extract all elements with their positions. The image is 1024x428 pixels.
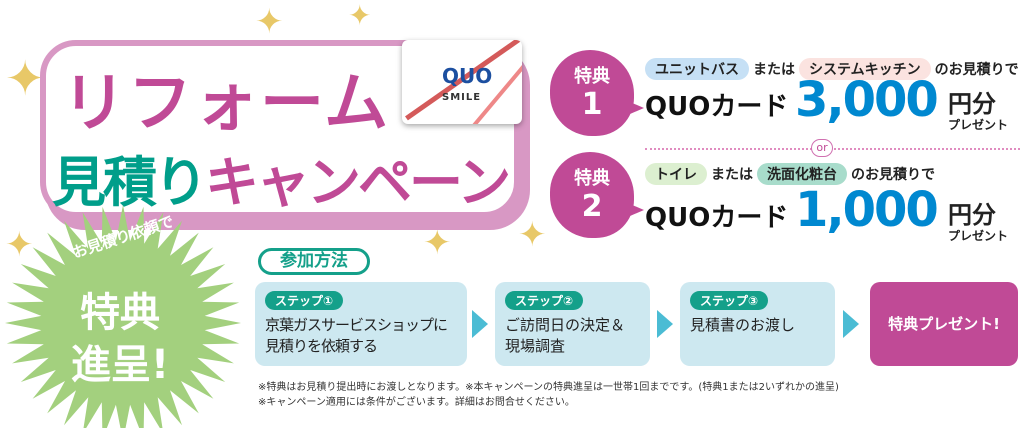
step-1: ステップ① 京葉ガスサービスショップに見積りを依頼する <box>255 282 467 366</box>
final-present-box: 特典プレゼント! <box>870 282 1018 366</box>
starburst-badge <box>5 205 241 428</box>
item-system-kitchen: システムキッチン <box>799 58 931 80</box>
step-tag: ステップ① <box>265 291 344 310</box>
note-2: ※キャンペーン適用には条件がございます。詳細はお問合せください。 <box>258 397 575 408</box>
yen-label: 円分 <box>948 201 996 229</box>
sparkle-icon: ✦ <box>423 223 452 263</box>
campaign-title-line2: 見積りキャンペーン <box>52 138 511 217</box>
benefit-2-condition: トイレ または 洗面化粧台 のお見積りで <box>645 163 935 185</box>
quo-card-label: QUOカード <box>645 92 789 122</box>
step-text: 見積書のお渡し <box>690 316 796 334</box>
howto-title: 参加方法 <box>258 248 370 275</box>
note-1: ※特典はお見積り提出時にお渡しとなります。※本キャンペーンの特典進呈は一世帯1回… <box>258 382 839 393</box>
present-label: プレゼント <box>948 118 1009 132</box>
step-tag: ステップ③ <box>690 291 769 310</box>
sparkle-icon: ✦ <box>5 225 34 265</box>
suffix: のお見積りで <box>851 167 935 183</box>
step-tag: ステップ② <box>505 291 584 310</box>
item-unit-bath: ユニットバス <box>645 58 749 80</box>
step-text: ご訪問日の決定＆ <box>505 316 626 334</box>
item-toilet: トイレ <box>645 163 707 185</box>
sparkle-icon: ✦ <box>518 215 547 255</box>
suffix: のお見積りで <box>934 62 1019 78</box>
arrow-right-icon <box>472 310 488 338</box>
conj: または <box>753 62 795 78</box>
conj: または <box>711 167 753 183</box>
title-campaign: キャンペーン <box>205 151 511 214</box>
item-vanity: 洗面化粧台 <box>757 163 847 185</box>
burst-main-1: 特典 <box>80 290 160 336</box>
sparkle-icon: ✦ <box>5 51 46 107</box>
arrow-right-icon <box>843 310 859 338</box>
sparkle-icon: ✦ <box>348 0 372 32</box>
campaign-title-line1: リフォーム <box>62 67 391 141</box>
step-3: ステップ③ 見積書のお渡し <box>680 282 835 366</box>
present-label: プレゼント <box>948 229 1009 243</box>
sparkle-icon: ✦ <box>255 2 284 42</box>
quo-tagline: SMILE <box>442 92 482 103</box>
benefit-2-amount: 1,000 <box>795 182 939 238</box>
quo-card-image: QUO SMILE <box>402 40 522 124</box>
step-text: 現場調査 <box>505 337 566 355</box>
quo-card-label: QUOカード <box>645 203 789 233</box>
benefit-1-condition: ユニットバス または システムキッチン のお見積りで <box>645 58 1019 80</box>
quo-logo: QUO <box>442 64 493 88</box>
step-text: 見積りを依頼する <box>265 337 378 355</box>
yen-label: 円分 <box>948 90 996 118</box>
burst-main-2: 進呈! <box>70 342 170 388</box>
step-2: ステップ② ご訪問日の決定＆ 現場調査 <box>495 282 650 366</box>
step-text: 京葉ガスサービスショップに <box>265 316 448 334</box>
title-estimate: 見積り <box>52 151 208 214</box>
or-label: or <box>811 139 833 157</box>
benefit-1-amount: 3,000 <box>795 72 939 128</box>
arrow-right-icon <box>657 310 673 338</box>
